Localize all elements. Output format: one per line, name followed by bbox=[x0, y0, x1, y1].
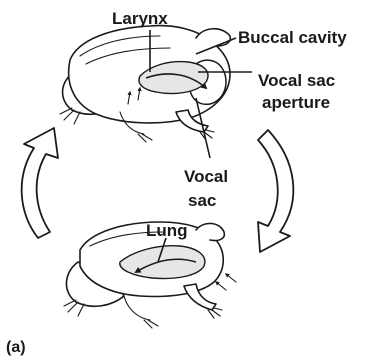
label-vocal-sac-line2: sac bbox=[188, 191, 216, 210]
panel-label: (a) bbox=[6, 339, 26, 356]
frog-top-illustration bbox=[60, 26, 230, 142]
cycle-arrow-left bbox=[22, 128, 58, 238]
label-buccal-cavity: Buccal cavity bbox=[238, 28, 347, 47]
label-vocal-sac-aperture-line1: Vocal sac bbox=[258, 71, 335, 90]
cycle-arrow-right bbox=[258, 130, 293, 252]
label-larynx: Larynx bbox=[112, 9, 168, 28]
label-vocal-sac-line1: Vocal bbox=[184, 167, 228, 186]
label-vocal-sac-aperture-line2: aperture bbox=[262, 93, 330, 112]
label-lung: Lung bbox=[146, 221, 188, 240]
